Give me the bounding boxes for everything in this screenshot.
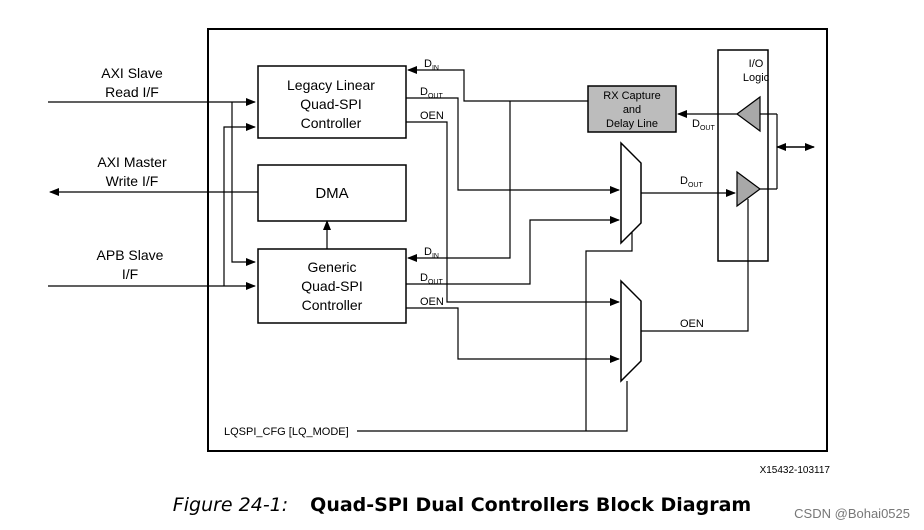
generic-din-label: DIN xyxy=(424,246,439,260)
rx-to-generic-din-wire xyxy=(407,101,511,262)
apb-slave-line1: APB Slave xyxy=(97,247,164,263)
legacy-oen-wire xyxy=(406,121,620,306)
svg-text:DIN: DIN xyxy=(424,246,439,260)
rx-to-legacy-din-wire xyxy=(407,66,588,102)
generic-line2: Quad-SPI xyxy=(301,278,362,294)
svg-text:DOUT: DOUT xyxy=(420,86,443,100)
generic-line3: Controller xyxy=(302,297,363,313)
io-logic-block xyxy=(717,49,769,262)
rx-line3: Delay Line xyxy=(606,118,658,130)
axi-to-generic-wire xyxy=(231,102,256,266)
figure-caption: Figure 24-1: Quad-SPI Dual Controllers Bl… xyxy=(0,494,924,516)
output-buffer xyxy=(736,170,762,208)
svg-text:DOUT: DOUT xyxy=(420,272,443,286)
axi-master-line1: AXI Master xyxy=(97,154,167,170)
generic-line1: Generic xyxy=(307,259,356,275)
generic-dout-wire xyxy=(406,216,620,285)
mux-oen-label: OEN xyxy=(680,318,704,330)
mux-dout-label: DOUT xyxy=(680,175,703,189)
legacy-line2: Quad-SPI xyxy=(300,96,361,112)
apb-to-legacy-wire xyxy=(223,123,256,286)
figure-id: X15432-103117 xyxy=(760,465,831,476)
dout-mux xyxy=(620,141,642,245)
dma-label: DMA xyxy=(315,185,348,202)
axi-slave-label: AXI Slave Read I/F xyxy=(101,65,163,100)
axi-master-line2: Write I/F xyxy=(106,173,159,189)
watermark: CSDN @Bohai0525 xyxy=(794,506,910,521)
legacy-dout-label: DOUT xyxy=(420,86,443,100)
apb-slave-label: APB Slave I/F xyxy=(97,247,164,282)
axi-slave-line2: Read I/F xyxy=(105,84,159,100)
generic-oen-label: OEN xyxy=(420,296,444,308)
outer-frame xyxy=(207,28,828,452)
legacy-oen-label: OEN xyxy=(420,110,444,122)
rx-capture-block xyxy=(587,85,677,133)
io-line2: Logic xyxy=(743,72,770,84)
legacy-controller-block xyxy=(257,65,407,139)
generic-controller-block xyxy=(257,248,407,324)
legacy-line1: Legacy Linear xyxy=(287,77,375,93)
svg-text:DOUT: DOUT xyxy=(692,118,715,132)
axi-slave-line1: AXI Slave xyxy=(101,65,163,81)
dma-block xyxy=(257,164,407,222)
io-line1: I/O xyxy=(749,58,764,70)
svg-text:DIN: DIN xyxy=(424,58,439,72)
figure-title: Quad-SPI Dual Controllers Block Diagram xyxy=(310,494,752,516)
rx-line2: and xyxy=(623,104,641,116)
lq-mode-select-wire xyxy=(357,381,628,432)
legacy-line3: Controller xyxy=(301,115,362,131)
axi-master-label: AXI Master Write I/F xyxy=(97,154,167,189)
generic-oen-wire xyxy=(406,307,620,363)
figure-number: Figure 24-1: xyxy=(172,494,289,516)
generic-dout-label: DOUT xyxy=(420,272,443,286)
rx-dout-label: DOUT xyxy=(692,118,715,132)
oen-mux xyxy=(620,279,642,383)
lq-mode-to-dout-mux-wire xyxy=(585,232,633,431)
apb-slave-line2: I/F xyxy=(122,266,138,282)
lqspi-cfg-label: LQSPI_CFG [LQ_MODE] xyxy=(224,426,349,438)
legacy-dout-wire xyxy=(406,97,620,194)
svg-text:DOUT: DOUT xyxy=(680,175,703,189)
legacy-din-label: DIN xyxy=(424,58,439,72)
oen-mux-output-wire xyxy=(641,199,749,332)
rx-line1: RX Capture xyxy=(603,90,660,102)
